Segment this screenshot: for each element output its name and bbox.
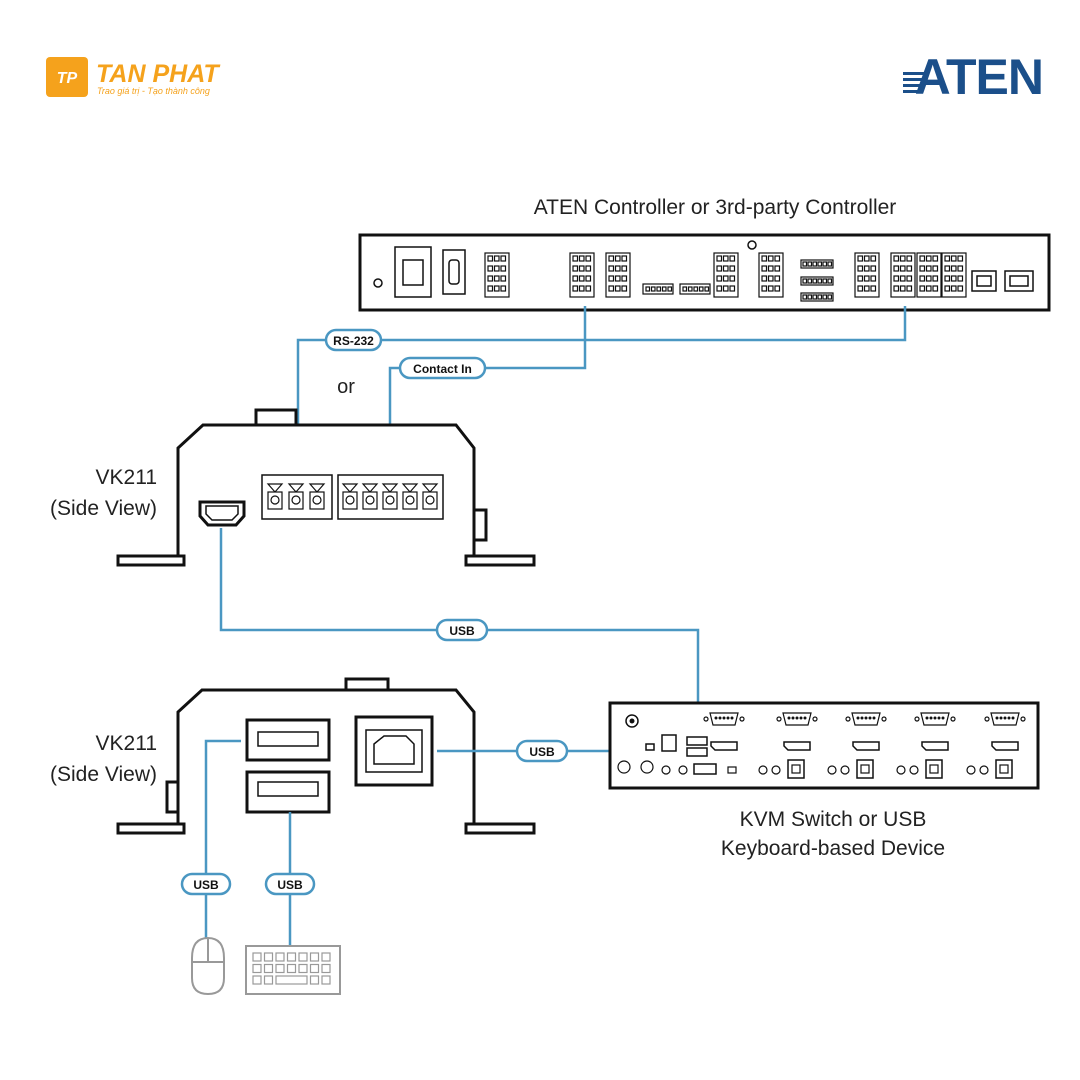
usb-cable-top: USB bbox=[219, 528, 700, 740]
svg-text:USB: USB bbox=[529, 745, 555, 759]
svg-text:Contact In: Contact In bbox=[413, 362, 472, 376]
usb-cable-mouse: USB bbox=[180, 739, 241, 940]
kvm-label-line1: KVM Switch or USB bbox=[740, 808, 927, 831]
vk211-bottom-title: VK211 bbox=[96, 732, 158, 755]
vk211-top-subtitle: (Side View) bbox=[50, 497, 157, 520]
svg-text:RS-232: RS-232 bbox=[333, 334, 374, 348]
vk211-bottom-subtitle: (Side View) bbox=[50, 763, 157, 786]
aten-logo: ATEN bbox=[903, 49, 1044, 105]
svg-text:USB: USB bbox=[277, 878, 303, 892]
mouse-icon bbox=[191, 936, 225, 996]
controller-device bbox=[358, 233, 1051, 312]
tanphat-logo: TP TAN PHAT Trao giá trị - Tạo thành côn… bbox=[46, 57, 221, 97]
kvm-label-line2: Keyboard-based Device bbox=[721, 837, 945, 860]
vk211-top-device bbox=[116, 408, 536, 567]
usb-cable-keyboard: USB bbox=[264, 812, 316, 945]
controller-cables bbox=[293, 306, 907, 463]
or-label: or bbox=[337, 376, 355, 398]
svg-text:USB: USB bbox=[449, 624, 475, 638]
tanphat-name: TAN PHAT bbox=[96, 60, 221, 88]
rs232-label: RS-232 bbox=[324, 328, 383, 352]
controller-label: ATEN Controller or 3rd-party Controller bbox=[534, 196, 897, 219]
svg-text:USB: USB bbox=[193, 878, 219, 892]
vk211-top-title: VK211 bbox=[96, 466, 158, 489]
tanphat-tagline: Trao giá trị - Tạo thành công bbox=[97, 86, 210, 96]
kvm-switch-device bbox=[608, 701, 1040, 790]
contact-in-label: Contact In bbox=[398, 356, 487, 380]
svg-text:TP: TP bbox=[57, 70, 78, 87]
keyboard-icon bbox=[245, 945, 341, 995]
aten-name: ATEN bbox=[915, 49, 1043, 105]
vk211-bottom-device bbox=[116, 677, 536, 835]
